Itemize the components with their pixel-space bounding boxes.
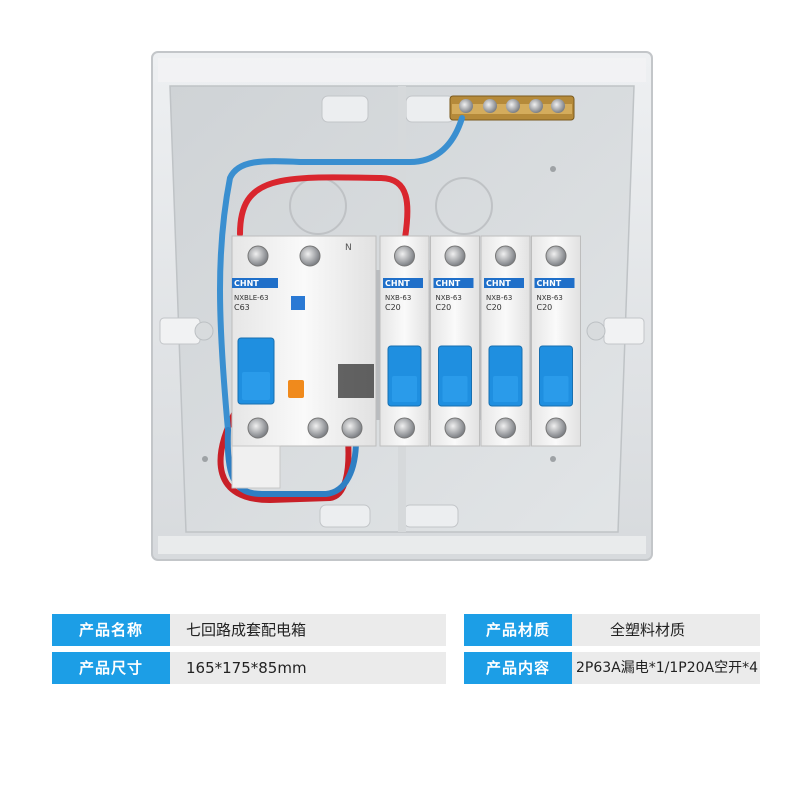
- mounting-tab-left: [159, 317, 201, 345]
- spec-row: 产品尺寸 165*175*85mm 产品内容 2P63A漏电*1/1P20A空开…: [52, 652, 760, 684]
- spec-label: 产品尺寸: [52, 652, 170, 684]
- svg-text:N: N: [345, 243, 352, 253]
- red-wire: [217, 407, 352, 504]
- svg-text:NXBLE-63: NXBLE-63: [234, 294, 269, 302]
- rcbo-breaker: N CHNT NXBLE-63 C63: [231, 235, 377, 489]
- spec-value: 全塑料材质: [572, 614, 760, 646]
- rating-label: C20: [537, 303, 553, 312]
- model-label: NXB-63: [385, 294, 411, 302]
- spec-row: 产品名称 七回路成套配电箱 产品材质 全塑料材质: [52, 614, 760, 646]
- distribution-box-photo: N CHNT NXBLE-63 C63 CHNTNXB-63C20CHNTNXB…: [151, 51, 653, 561]
- blue-wire: [224, 427, 359, 497]
- brand-label: CHNT: [436, 279, 461, 288]
- brand-label: CHNT: [537, 279, 562, 288]
- rating-label: C20: [436, 303, 452, 312]
- brand-label: CHNT: [385, 279, 410, 288]
- spec-label: 产品内容: [464, 652, 572, 684]
- svg-text:C63: C63: [234, 303, 250, 312]
- neutral-terminal-bar: [449, 95, 575, 121]
- spec-value: 2P63A漏电*1/1P20A空开*4: [572, 652, 760, 684]
- spec-value: 七回路成套配电箱: [170, 614, 446, 646]
- svg-text:CHNT: CHNT: [234, 279, 259, 288]
- blue-wire: [217, 115, 465, 433]
- brand-label: CHNT: [486, 279, 511, 288]
- mounting-tab-right: [603, 317, 645, 345]
- spec-value: 165*175*85mm: [170, 652, 446, 684]
- rating-label: C20: [486, 303, 502, 312]
- spec-label: 产品名称: [52, 614, 170, 646]
- model-label: NXB-63: [486, 294, 512, 302]
- model-label: NXB-63: [537, 294, 563, 302]
- model-label: NXB-63: [436, 294, 462, 302]
- knockout-hole: [435, 177, 493, 235]
- spec-label: 产品材质: [464, 614, 572, 646]
- mcb-breaker-group: CHNTNXB-63C20CHNTNXB-63C20CHNTNXB-63C20C…: [379, 235, 581, 447]
- spec-table: 产品名称 七回路成套配电箱 产品材质 全塑料材质 产品尺寸 165*175*85…: [52, 614, 760, 684]
- rating-label: C20: [385, 303, 401, 312]
- red-wire: [237, 174, 411, 241]
